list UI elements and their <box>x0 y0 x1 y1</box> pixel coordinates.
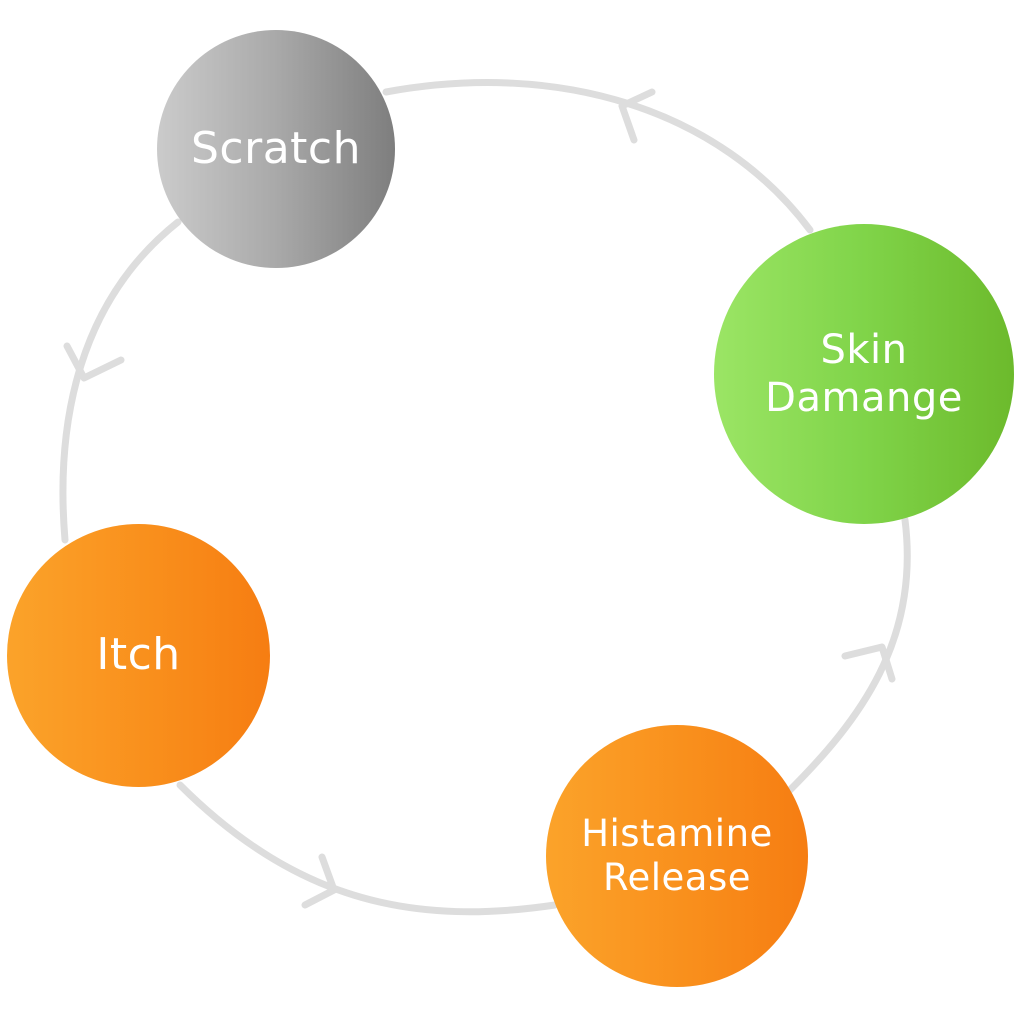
arrow-head-right <box>841 643 896 683</box>
node-histamine-release-line2: Release <box>602 856 752 899</box>
node-skin-damage-line2: Damange <box>765 375 963 421</box>
node-histamine-release-line1: Histamine <box>581 811 773 855</box>
node-histamine-release: Histamine Release <box>546 725 808 987</box>
node-scratch-label: Scratch <box>190 122 361 174</box>
arrow-head-left <box>63 342 125 382</box>
arrow-head-bottom <box>301 853 338 909</box>
node-itch: Itch <box>7 524 270 787</box>
node-skin-damage: Skin Damange <box>714 224 1014 524</box>
node-itch-label: Itch <box>96 629 181 681</box>
node-skin-damage-line1: Skin <box>820 327 908 373</box>
node-scratch: Scratch <box>157 30 395 268</box>
arrow-head-top <box>618 88 656 144</box>
